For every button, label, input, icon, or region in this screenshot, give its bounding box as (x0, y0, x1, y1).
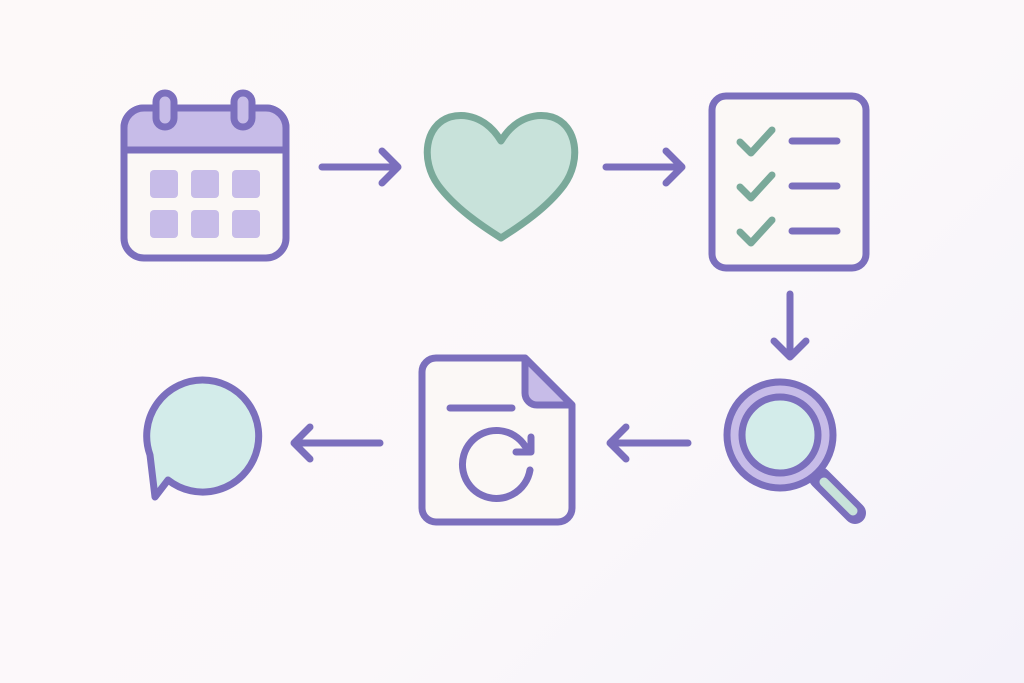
checklist-icon (708, 92, 870, 272)
magnifier-icon (723, 378, 866, 524)
arrow-left (290, 423, 384, 463)
arrow-right (318, 147, 402, 187)
arrow-right (602, 147, 686, 187)
document-refresh-icon (418, 354, 576, 526)
calendar-icon (120, 89, 290, 262)
speech-bubble-icon (143, 376, 263, 501)
arrow-down (770, 290, 810, 361)
heart-icon (423, 112, 579, 242)
arrow-left (606, 423, 692, 463)
